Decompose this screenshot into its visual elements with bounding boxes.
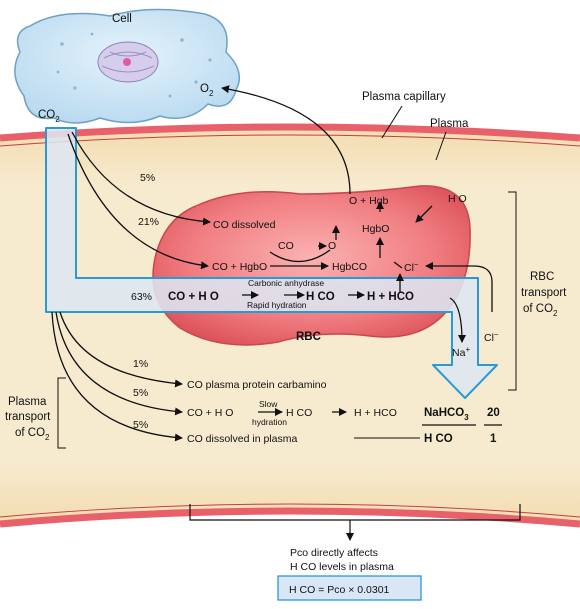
- cell: [14, 8, 241, 124]
- rbc-eq-right: H + HCO: [367, 291, 414, 303]
- summary-line1: Pco directly affects: [290, 547, 378, 559]
- plasma-capillary-label: Plasma capillary: [362, 91, 446, 103]
- plasma-transport-line2: transport: [5, 411, 51, 423]
- plasma-label: Plasma: [430, 118, 469, 130]
- nucleolus: [123, 58, 131, 66]
- slow-label: Slow: [259, 399, 278, 409]
- ratio-num-value: 20: [487, 407, 500, 419]
- ratio-numerator: NaHCO3: [424, 407, 469, 422]
- rbc-transport-line3: of CO2: [523, 303, 558, 318]
- rapid-hydration-label: Rapid hydration: [247, 300, 307, 310]
- carbonic-anhydrase-label: Carbonic anhydrase: [248, 278, 324, 288]
- plasma-pointer: [435, 131, 447, 161]
- rbc-hgbco2: HgbCO: [332, 261, 367, 273]
- plasma-dissolved: CO dissolved in plasma: [187, 433, 297, 445]
- plasma-eq-right: H + HCO: [354, 407, 397, 419]
- sodium-ion: Na+: [452, 345, 470, 359]
- chloride-out: Cl−: [484, 330, 499, 344]
- rbc-eq-mid: H CO: [306, 291, 335, 303]
- rbc-transport-bracket: [508, 191, 517, 391]
- rbc-transport-line1: RBC: [530, 271, 554, 283]
- plasma-capillary-pointer: [381, 105, 403, 139]
- pct-plasma-dissolved: 5%: [133, 419, 148, 431]
- summary-line2: H CO levels in plasma: [290, 561, 394, 573]
- pct-plasma-carbamino: 1%: [133, 358, 148, 370]
- plasma-eq-mid: H CO: [286, 407, 312, 419]
- rbc-transport-line2: transport: [521, 287, 567, 299]
- plasma-eq-left: CO + H O: [187, 407, 233, 419]
- ratio-denominator: H CO: [424, 433, 453, 445]
- plasma-transport-line3: of CO2: [15, 427, 50, 442]
- plasma-transport-line1: Plasma: [8, 396, 47, 408]
- plasma-transport-bracket: [57, 377, 66, 449]
- co2-flow-tube: [45, 127, 498, 399]
- co2-pathways: [51, 85, 493, 442]
- ratio-den-value: 1: [490, 433, 497, 445]
- pct-bicarbonate-rbc: 63%: [131, 291, 152, 303]
- formula-box: [277, 575, 422, 601]
- pct-carbamino-rbc: 21%: [138, 216, 159, 228]
- rbc-hgbo2: HgbO: [362, 223, 389, 235]
- rbc-water: H O: [448, 193, 467, 205]
- pct-dissolved-rbc: 5%: [140, 172, 155, 184]
- rbc-o2-right: O: [328, 240, 336, 252]
- rbc-co2-hgbo2: CO + HgbO: [212, 261, 267, 273]
- formula-text: H CO = Pco × 0.0301: [289, 584, 390, 596]
- rbc-o2-hgb: O + Hgb: [349, 195, 389, 207]
- rbc-co2-left: CO: [278, 240, 294, 252]
- rbc-label: RBC: [296, 331, 321, 343]
- cell-co2-label: CO2: [38, 109, 60, 124]
- pct-plasma-bicarbonate: 5%: [133, 387, 148, 399]
- cell-o2-label: O2: [200, 83, 214, 98]
- rbc-eq-left: CO + H O: [168, 291, 219, 303]
- rbc-co2-dissolved: CO dissolved: [213, 219, 276, 231]
- plasma-carbamino: CO plasma protein carbamino: [187, 379, 327, 391]
- cell-label: Cell: [112, 13, 132, 25]
- hydration-label: hydration: [252, 417, 287, 427]
- rbc-chloride-in: Cl−: [404, 260, 419, 274]
